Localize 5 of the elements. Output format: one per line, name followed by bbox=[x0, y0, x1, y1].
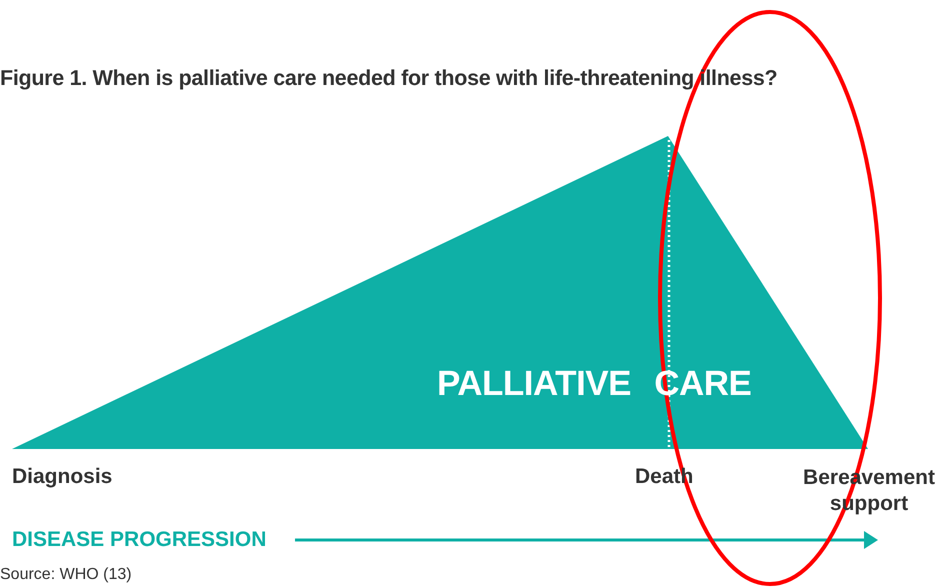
axis-label: DISEASE PROGRESSION bbox=[12, 528, 266, 552]
triangle-area bbox=[12, 136, 868, 449]
timeline-label: Diagnosis bbox=[12, 465, 112, 489]
source-note: Source: WHO (13) bbox=[0, 566, 132, 584]
figure-title: Figure 1. When is palliative care needed for those with life-threatening illness? bbox=[0, 66, 778, 91]
